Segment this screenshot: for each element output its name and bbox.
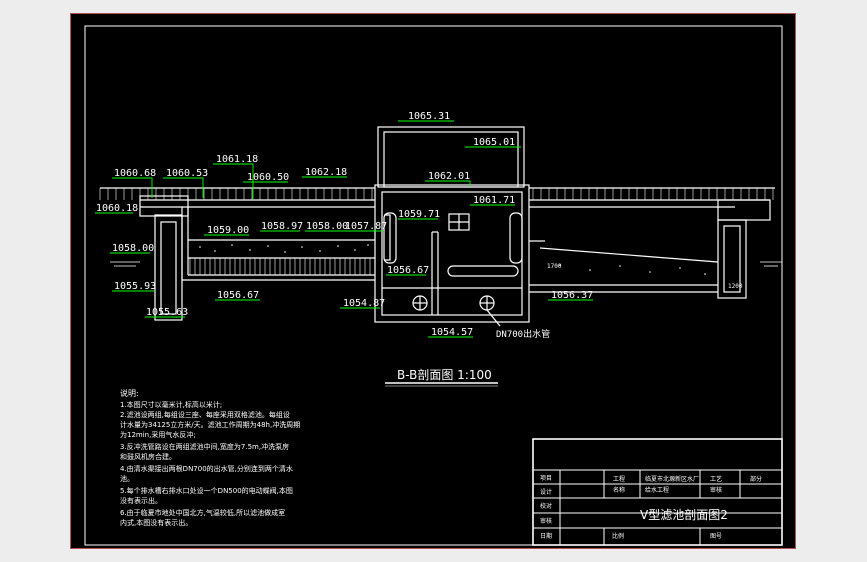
elevation-label: 1054.57 xyxy=(431,327,473,338)
top-tower-inner xyxy=(383,131,519,188)
elevation-label: 1056.67 xyxy=(217,290,259,301)
inner-frame xyxy=(84,25,783,546)
elevation-label: 1062.18 xyxy=(305,167,347,178)
outlet-pipes xyxy=(412,295,501,327)
design-notes: 说明: 1.本图尺寸以毫米计,标高以米计; 2.滤池设两组,每组设三座、每座采用… xyxy=(120,388,300,527)
elevation-label: 1059.71 xyxy=(398,209,440,220)
section-title: B-B剖面图 1:100 xyxy=(397,368,492,382)
drawing-sheet xyxy=(70,13,796,549)
central-channel xyxy=(374,184,530,323)
note-line: 内式,本图没有表示出。 xyxy=(120,518,192,527)
elevation-label: 1058.00 xyxy=(306,221,348,232)
notes-heading: 说明: xyxy=(120,388,139,398)
title-block-label: 工程 xyxy=(613,475,625,483)
note-line: 没有表示出。 xyxy=(120,496,162,505)
elevation-label: 1055.63 xyxy=(146,307,188,318)
elevation-leaders xyxy=(95,120,593,338)
elevation-label: 1062.01 xyxy=(428,171,470,182)
elevation-label: 1061.71 xyxy=(473,195,515,206)
note-line: 池。 xyxy=(120,474,134,483)
elevation-label: 1060.53 xyxy=(166,168,208,179)
title-block-label: 图号 xyxy=(710,533,722,540)
right-wall-column xyxy=(717,219,747,299)
elevation-label: 1065.31 xyxy=(408,111,450,122)
left-wall-column xyxy=(154,214,183,321)
note-line: 1.本图尺寸以毫米计,标高以米计; xyxy=(120,400,222,409)
title-block-label: 项目 xyxy=(540,475,552,482)
filter-structure xyxy=(100,126,775,323)
outlet-pipe-label: DN700出水管 xyxy=(496,328,550,340)
elevation-label: 1061.18 xyxy=(216,154,258,165)
elevation-label: 1055.93 xyxy=(114,281,156,292)
project-name: 给水工程 xyxy=(645,486,669,494)
underdrain-nozzles xyxy=(189,258,371,275)
elevation-label: 1059.00 xyxy=(207,225,249,236)
note-line: 为12min,采用气水反冲; xyxy=(120,430,196,439)
elevation-label: 1060.68 xyxy=(114,168,156,179)
drawing-title: V型滤池剖面图2 xyxy=(640,508,728,522)
dimension-label: 1200 xyxy=(728,283,743,290)
title-block-label: 比例 xyxy=(612,532,624,540)
elevation-label: 1058.97 xyxy=(261,221,303,232)
title-block-label: 校对 xyxy=(540,502,552,510)
title-block-label: 日期 xyxy=(540,532,552,540)
pipes xyxy=(383,212,545,277)
elevation-label: 1057.87 xyxy=(345,221,387,232)
ground-marks xyxy=(110,261,782,267)
note-line: 和鼓风机房合建。 xyxy=(120,452,176,461)
title-block-label: 工艺 xyxy=(710,475,722,483)
note-line: 2.滤池设两组,每组设三座、每座采用双格滤池。每组设 xyxy=(120,410,290,419)
note-line: 5.每个排水槽右排水口处设一个DN500的电动蝶阀,本图 xyxy=(120,486,293,495)
filter-media xyxy=(199,244,706,275)
note-line: 计水量为34125立方米/天。滤池工作周期为48h,冲洗周期 xyxy=(120,420,300,429)
elevation-label: 1065.01 xyxy=(473,137,515,148)
elevation-label: 1058.00 xyxy=(112,243,154,254)
elevation-label: 1060.50 xyxy=(247,172,289,183)
title-block-label: 部分 xyxy=(750,475,762,483)
elevation-label: 1056.37 xyxy=(551,290,593,301)
dimension-label: 1700 xyxy=(547,263,562,270)
note-line: 3.反冲洗管路设在两组滤池中间,宽度为7.5m,冲洗泵房 xyxy=(120,442,289,451)
elevation-label: 1056.67 xyxy=(387,265,429,276)
title-block-label: 设计 xyxy=(540,488,552,496)
elevation-label: 1054.87 xyxy=(343,298,385,309)
project-name: 临夏市北塬新区水厂 xyxy=(645,475,699,483)
title-block-label: 审核 xyxy=(540,517,552,525)
elevation-label: 1060.18 xyxy=(96,203,138,214)
handrails xyxy=(99,188,774,200)
note-line: 6.由于临夏市地处中国北方,气温较低,所以滤池做成室 xyxy=(120,508,285,517)
title-block xyxy=(532,438,783,546)
title-block-label: 名称 xyxy=(613,486,625,494)
title-block-label: 审核 xyxy=(710,486,722,494)
note-line: 4.由清水渠接出两根DN700的出水管,分别连到两个清水 xyxy=(120,464,293,473)
right-top-slab xyxy=(717,199,771,221)
